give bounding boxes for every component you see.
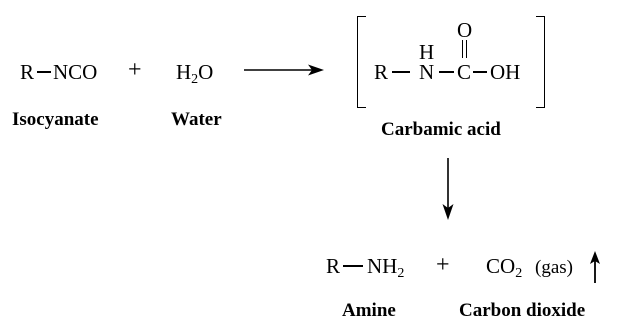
co2-subscript: 2	[515, 266, 523, 281]
isocyanate-label: Isocyanate	[12, 109, 99, 130]
water-h: H	[176, 60, 192, 84]
carbamic-oh: OH	[490, 60, 521, 84]
product-plus-sign: +	[436, 252, 450, 278]
water-label: Water	[171, 109, 222, 130]
carbamic-bond-r-n	[392, 71, 410, 73]
isocyanate-group: NCO	[53, 60, 98, 84]
carbamic-bond-n-c	[439, 71, 454, 73]
left-bracket	[357, 16, 366, 108]
carbamic-o-top: O	[457, 18, 473, 42]
carbon-dioxide-label: Carbon dioxide	[459, 300, 586, 321]
carbamic-r: R	[374, 60, 389, 84]
co2-state: (gas)	[535, 257, 573, 278]
reaction-arrow	[244, 64, 324, 76]
amine-bond	[343, 265, 363, 267]
carbamic-n: N	[419, 60, 435, 84]
carbamic-h: H	[419, 40, 435, 64]
reactant-plus-sign: +	[128, 57, 142, 83]
carbamic-c: C	[457, 60, 472, 84]
co2-co: CO	[486, 254, 516, 278]
water-subscript: 2	[191, 72, 199, 87]
carbamic-bond-c-oh	[473, 71, 487, 73]
amine-label: Amine	[342, 300, 396, 321]
co2-formula: CO2	[486, 254, 522, 281]
decomposition-arrow	[442, 158, 454, 220]
amine-r: R	[326, 254, 341, 278]
isocyanate-r: R	[20, 60, 35, 84]
amine-nh: NH	[367, 254, 398, 278]
amine-subscript: 2	[397, 266, 405, 281]
right-bracket	[536, 16, 545, 108]
water-o: O	[198, 60, 214, 84]
carbamic-acid-label: Carbamic acid	[381, 119, 501, 140]
water-formula: H2O	[176, 60, 214, 87]
isocyanate-bond	[37, 71, 51, 73]
amine-group: NH2	[367, 254, 404, 281]
carbamic-double-bond	[462, 40, 467, 58]
gas-evolution-arrow	[590, 251, 600, 283]
